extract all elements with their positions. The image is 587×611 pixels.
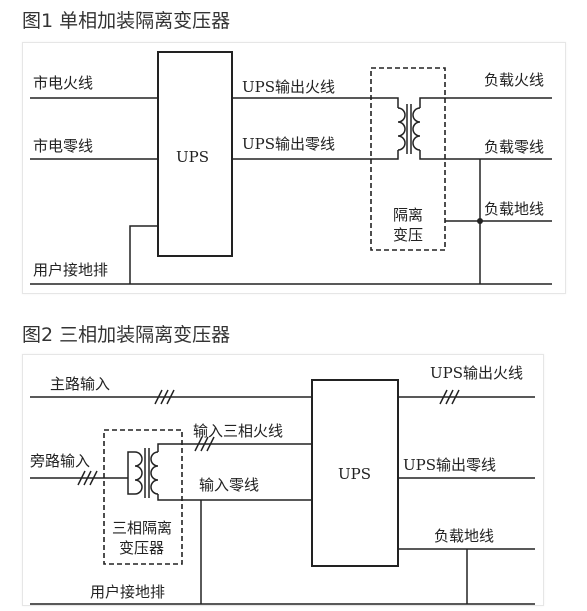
transformer-enclosure — [103, 429, 183, 565]
input-3ph-live-label: 输入三相火线 — [193, 422, 283, 440]
ups-out-neutral-label: UPS输出零线 — [403, 456, 496, 474]
load-neutral-label: 负载零线 — [484, 138, 544, 156]
ups-out-triple-slash — [439, 389, 460, 405]
main-input-label: 主路输入 — [50, 375, 110, 393]
mains-live-label: 市电火线 — [33, 74, 93, 92]
load-ground-label: 负载地线 — [434, 527, 494, 545]
primary-lead-top — [127, 451, 135, 478]
load-live-line — [419, 97, 552, 108]
ground-junction-dot — [477, 218, 483, 224]
user-ground-label: 用户接地排 — [33, 261, 108, 279]
ups-label: UPS — [176, 148, 209, 166]
ups-ground-line — [129, 225, 158, 284]
transformer-label-line1: 隔离 — [393, 206, 423, 224]
input-3ph-live-line — [157, 443, 312, 452]
main-input-triple-slash — [154, 389, 175, 405]
figure1-title: 图1 单相加装隔离变压器 — [22, 10, 231, 32]
transformer-label-line1: 三相隔离 — [112, 519, 172, 537]
figure2-title: 图2 三相加装隔离变压器 — [22, 324, 231, 346]
transformer-label-line2: 变压 — [393, 226, 423, 244]
ups-out-neutral-line — [232, 150, 399, 160]
input-neutral-line — [157, 494, 312, 501]
user-ground-label: 用户接地排 — [90, 583, 165, 601]
ups-out-live-label: UPS输出火线 — [430, 364, 523, 382]
bypass-input-label: 旁路输入 — [30, 452, 90, 470]
mains-neutral-label: 市电零线 — [33, 137, 93, 155]
transformer-primary-coil — [134, 451, 143, 495]
transformer-enclosure — [370, 67, 446, 251]
load-live-label: 负载火线 — [484, 71, 544, 89]
transformer-label-line2: 变压器 — [119, 539, 164, 557]
ups-out-live-line — [232, 97, 399, 108]
ups-out-live-label: UPS输出火线 — [242, 78, 335, 96]
ups-out-neutral-label: UPS输出零线 — [242, 135, 335, 153]
ups-label: UPS — [338, 465, 371, 483]
figure1-panel — [22, 42, 566, 294]
load-neutral-line — [419, 150, 552, 160]
ups-box — [311, 379, 399, 567]
bypass-triple-slash — [77, 470, 98, 486]
input-neutral-label: 输入零线 — [199, 476, 259, 494]
transformer-secondary-coil — [150, 451, 159, 495]
primary-lead-bottom — [127, 478, 135, 495]
transformer-secondary-coil — [412, 107, 421, 151]
load-ground-label: 负载地线 — [484, 200, 544, 218]
transformer-primary-coil — [397, 107, 406, 151]
input-3ph-triple-slash — [194, 436, 215, 452]
ups-box — [157, 51, 233, 257]
